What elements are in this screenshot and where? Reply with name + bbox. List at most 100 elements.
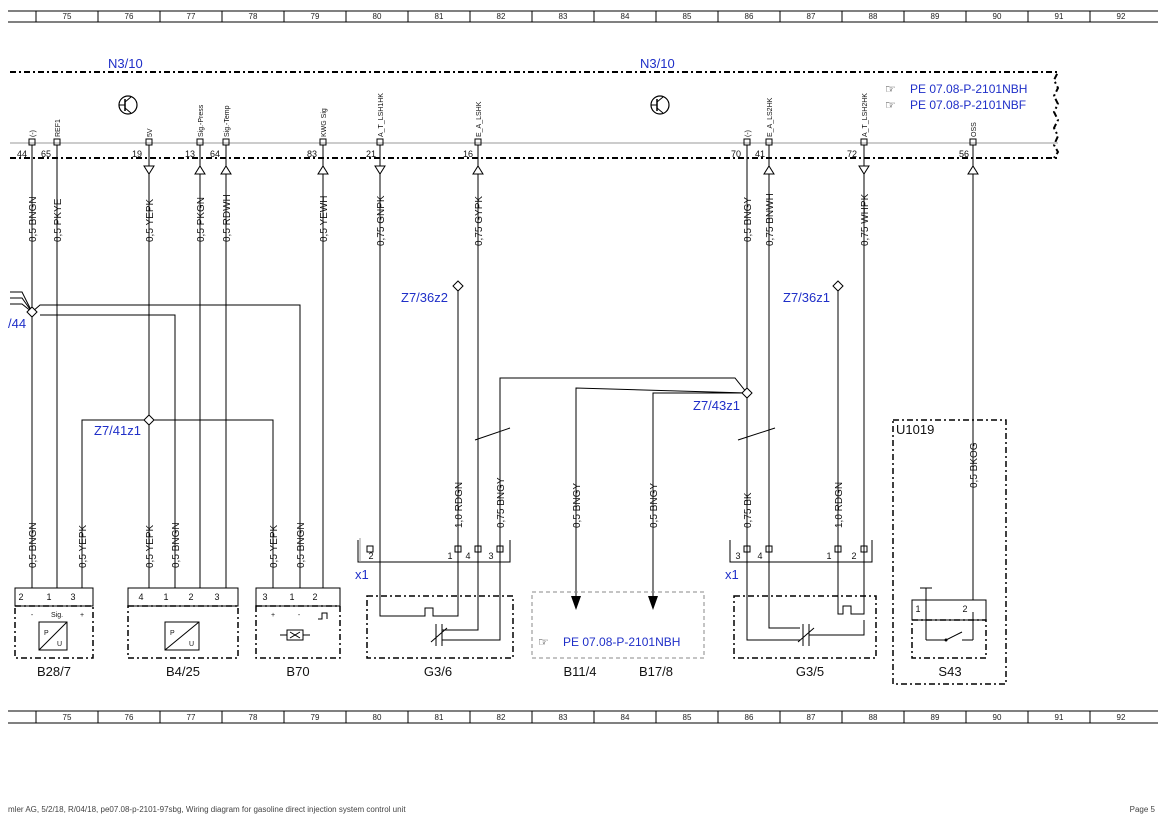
svg-text:2: 2 [851,551,856,561]
pin-number: 41 [755,149,765,159]
pin-name: (-) [745,130,752,137]
wire-label: 0,5 YEPK [78,524,89,568]
reference-label: PE 07.08-P-2101NBH [910,82,1027,96]
svg-text:3: 3 [262,592,267,602]
component-g3-5[interactable]: G3/5 [733,595,877,679]
ruler-num: 91 [1055,713,1064,722]
pointing-hand-icon: ☞ [885,98,896,112]
component-label: G3/6 [424,664,452,679]
reference-link-nbf[interactable]: ☞ PE 07.08-P-2101NBF [885,98,1026,112]
wire-labels-bottom: 0,5 BNGN 0,5 YEPK 0,5 YEPK 0,5 BNGN 0,5 … [28,442,980,568]
ruler-num: 83 [559,12,568,21]
component-label: B70 [286,664,309,679]
footer-left: mler AG, 5/2/18, R/04/18, pe07.08-p-2101… [8,805,406,814]
splice-diamond [832,280,844,292]
pin-number: 72 [847,149,857,159]
pin-name: OSS [971,122,978,137]
wire-label: 1,0 RDGN [834,482,845,528]
reference-link-box[interactable]: ☞ PE 07.08-P-2101NBH [538,635,680,649]
ruler-num: 80 [373,713,382,722]
svg-text:3: 3 [214,592,219,602]
ruler-num: 89 [931,12,940,21]
ruler-num: 76 [125,713,134,722]
wire-label: 0,75 GNPK [376,195,387,246]
ruler-num: 83 [559,713,568,722]
wire-label: 0,5 BNGY [743,197,754,242]
svg-text:1: 1 [163,592,168,602]
wire-label: 0,75 BNGY [496,477,507,528]
ruler-num: 82 [497,12,506,21]
ruler-num: 85 [683,713,692,722]
sensor-glyph-u: U [189,641,194,648]
splice-diamond [143,414,155,426]
pin-number: 56 [959,149,969,159]
component-label: B4/25 [166,664,200,679]
component-b4-25[interactable]: P U 4 1 2 3 B4/25 [127,587,239,679]
reference-label: PE 07.08-P-2101NBF [910,98,1026,112]
ruler-num: 77 [187,12,196,21]
component-g3-6[interactable]: G3/6 [366,595,514,679]
svg-text:1: 1 [46,592,51,602]
ruler-num: 87 [807,12,816,21]
wire-label: 1,0 RDGN [454,482,465,528]
ruler-num: 89 [931,713,940,722]
component-s43[interactable]: 1 2 S43 [911,587,987,679]
ruler-num: 80 [373,12,382,21]
transistor-icon [118,95,138,115]
sensor-glyph-p: P [170,630,175,637]
footer-right: Page 5 [1130,805,1156,814]
pin-number: 44 [17,149,27,159]
splice-diamond [741,387,753,399]
wire-label: 0,5 PKGN [196,197,207,242]
splice-points [26,280,844,426]
pin-number: 16 [463,149,473,159]
unit-u1019[interactable]: U1019 [892,419,1007,685]
svg-text:4: 4 [757,551,762,561]
ruler-num: 78 [249,713,258,722]
svg-text:3: 3 [735,551,740,561]
pin-name: E_A_LS2HK [767,97,774,137]
ruler-num: 76 [125,12,134,21]
wire-label: 0,75 BK [743,492,754,528]
component-b70[interactable]: 3 1 2 + - B70 [255,587,341,679]
wire-label: 0,75 BNWH [765,193,776,246]
splice-label: Z7/36z1 [783,290,830,305]
wire-label: 0,75 GYPK [474,196,485,246]
svg-text:2: 2 [18,592,23,602]
module-name-left: N3/10 [108,56,143,71]
pin-name: A_T_LSH2HK [862,93,869,137]
footer: mler AG, 5/2/18, R/04/18, pe07.08-p-2101… [8,805,1156,814]
svg-text:1: 1 [447,551,452,561]
transistor-icon [650,95,670,115]
wire-label: 0,5 PKYE [53,198,64,242]
ruler-num: 88 [869,12,878,21]
wire-labels-top: 0,5 BNGN 0,5 PKYE 0,5 YEPK 0,5 PKGN 0,5 … [28,193,871,246]
wire-label: 0,75 WHPK [860,193,871,246]
pin-label: Sig. [51,612,63,619]
splice-label: /44 [8,316,26,331]
sensor-glyph-u: U [57,641,62,648]
pin-name: Sig.-Press [198,104,205,137]
component-b11-4-b17-8[interactable]: ☞ PE 07.08-P-2101NBH B11/4 B17/8 [531,591,705,679]
wire-label: 0,5 YEWH [319,196,330,243]
ruler-num: 86 [745,12,754,21]
svg-text:1: 1 [915,604,920,614]
pin-names: (-) REF1 5V Sig.-Press Sig.-Temp KWG Sig… [30,93,978,137]
svg-text:4: 4 [465,551,470,561]
component-label: G3/5 [796,664,824,679]
ruler-num: 86 [745,713,754,722]
pin-name: KWG Sig [321,108,328,137]
component-label: B11/4 [563,664,596,679]
pin-number: 70 [731,149,741,159]
wire-label: 0,5 BKOG [969,442,980,488]
bottom-ruler: 75 76 77 78 79 80 81 82 83 84 85 86 87 8… [8,710,1158,724]
ruler-num: 77 [187,713,196,722]
pin-numbers: 44 65 19 13 64 83 21 16 70 41 72 56 [17,149,969,159]
component-b28-7[interactable]: P U 2 1 3 - Sig. + B28/7 [14,587,94,679]
pin-name: (-) [30,130,37,137]
reference-link-nbh[interactable]: ☞ PE 07.08-P-2101NBH [885,82,1027,96]
sensor-glyph-p: P [44,630,49,637]
component-label: B17/8 [639,664,673,679]
control-unit-n3-10: N3/10 N3/10 ☞ PE 07.08-P-2101NBH ☞ PE 07… [10,56,1060,159]
ruler-num: 84 [621,713,630,722]
